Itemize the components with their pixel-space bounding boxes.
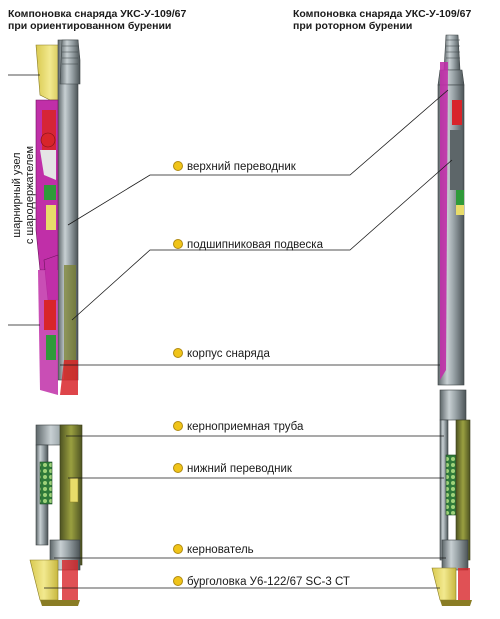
right-assembly: [431, 34, 472, 606]
label-lower-sub-text: нижний переводник: [187, 463, 292, 475]
label-drill-bit: бурголовка У6-122/67 SC-3 СТ: [173, 575, 350, 589]
bullet-icon: [173, 348, 183, 358]
label-core-barrel: керноприемная труба: [173, 420, 303, 434]
label-core-catcher-text: кернователь: [187, 544, 254, 556]
title-right-line1: Компоновка снаряда УКС-У-109/67: [293, 8, 472, 20]
label-core-catcher: кернователь: [173, 543, 254, 557]
title-right-line2: при роторном бурении: [293, 20, 413, 32]
label-core-barrel-text: керноприемная труба: [187, 421, 304, 433]
label-housing-text: корпус снаряда: [187, 348, 270, 360]
left-lower-spring: [39, 461, 53, 505]
bullet-icon: [173, 161, 183, 171]
label-bearing-hanger-text: подшипниковая подвеска: [187, 239, 323, 251]
leader-bearing: [71, 159, 453, 321]
leader-top-sub: [67, 89, 449, 226]
left-drill-bit: [29, 559, 59, 601]
title-rotary-drilling: Компоновка снаряда УКС-У-109/67 при рото…: [293, 8, 471, 32]
label-lower-sub: нижний переводник: [173, 462, 292, 476]
bullet-icon: [173, 421, 183, 431]
right-core-barrel: [455, 419, 471, 561]
label-upper-sub: верхний переводник: [173, 160, 296, 174]
label-upper-sub-text: верхний переводник: [187, 161, 296, 173]
title-left-line2: при ориентированном бурении: [8, 20, 172, 32]
label-housing: корпус снаряда: [173, 347, 270, 361]
title-left-line1: Компоновка снаряда УКС-У-109/67: [8, 8, 187, 20]
leader-lines: [44, 89, 453, 589]
bullet-icon: [173, 544, 183, 554]
label-drill-bit-text: бурголовка У6-122/67 SC-3 СТ: [187, 576, 350, 588]
title-oriented-drilling: Компоновка снаряда УКС-У-109/67 при орие…: [8, 8, 186, 32]
bullet-icon: [173, 239, 183, 249]
right-drill-bit: [431, 567, 457, 601]
right-lower-spring: [445, 454, 457, 516]
bullet-icon: [173, 576, 183, 586]
label-bearing-hanger: подшипниковая подвеска: [173, 238, 323, 252]
left-assembly: [29, 39, 83, 606]
bullet-icon: [173, 463, 183, 473]
